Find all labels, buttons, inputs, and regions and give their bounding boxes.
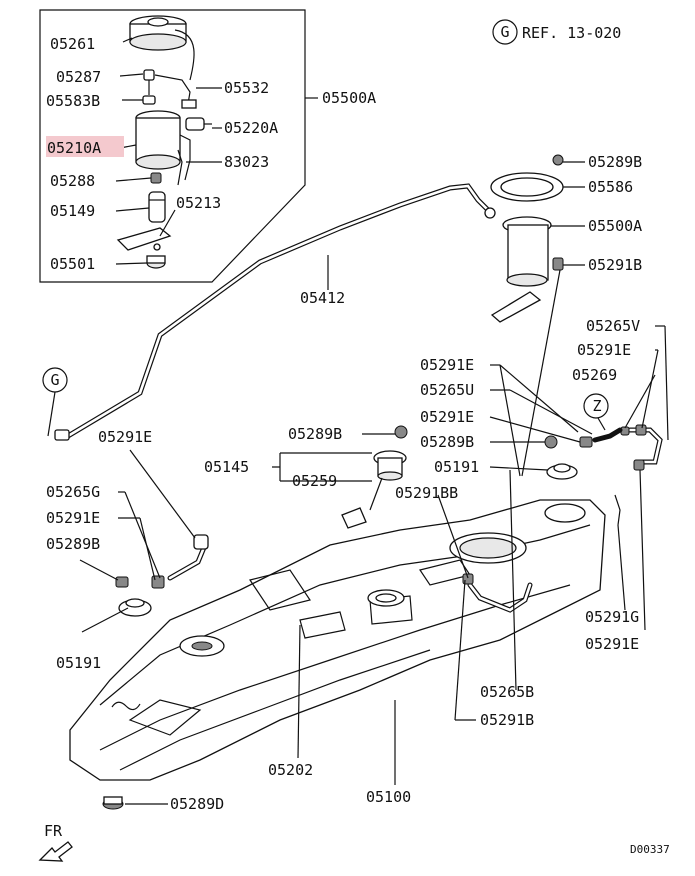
zone-marker-z (583, 393, 609, 419)
reference-letter: G (500, 23, 509, 41)
fuel-pump-part-05149[interactable] (148, 191, 166, 223)
label-05291e-l[interactable]: 05291E (98, 428, 152, 446)
label-05291g[interactable]: 05291G (585, 608, 639, 626)
highlight-05210a (46, 136, 124, 157)
clip-05291b-bottom[interactable] (462, 573, 474, 585)
label-05265u[interactable]: 05265U (420, 381, 474, 399)
clip-part-05287[interactable] (143, 69, 155, 95)
label-05220a[interactable]: 05220A (224, 119, 278, 137)
reference-circle (492, 19, 518, 45)
pump-module-05500a[interactable] (490, 216, 552, 323)
clip-05291e-center[interactable] (579, 436, 593, 448)
label-05291e-r2[interactable]: 05291E (585, 635, 639, 653)
connector-05532[interactable] (181, 99, 197, 109)
label-05500a-box[interactable]: 05500A (322, 89, 376, 107)
part-05501[interactable] (146, 243, 166, 269)
label-05191-l[interactable]: 05191 (56, 654, 101, 672)
front-arrow-icon (38, 841, 73, 862)
clip-05291e-left[interactable] (193, 534, 209, 550)
label-05261[interactable]: 05261 (50, 35, 95, 53)
drain-plug-05289d[interactable] (102, 796, 124, 810)
label-05586[interactable]: 05586 (588, 178, 633, 196)
label-05149[interactable]: 05149 (50, 202, 95, 220)
label-05412[interactable]: 05412 (300, 289, 345, 307)
wire-part-05532 (154, 74, 191, 105)
label-05100[interactable]: 05100 (366, 788, 411, 806)
line-end-fitting[interactable] (484, 207, 496, 219)
label-05289b-l2[interactable]: 05289B (46, 535, 100, 553)
bolt-05289b-center[interactable] (544, 435, 558, 449)
label-05291e-c2[interactable]: 05291E (420, 408, 474, 426)
hose-05265u[interactable] (592, 427, 623, 443)
label-05501[interactable]: 05501 (50, 255, 95, 273)
label-05191-c[interactable]: 05191 (434, 458, 479, 476)
label-05269[interactable]: 05269 (572, 366, 617, 384)
ring-nut-05586[interactable] (490, 172, 564, 202)
bolt-05289b-top[interactable] (552, 154, 564, 166)
label-05291bb[interactable]: 05291BB (395, 484, 458, 502)
cap-05191-left[interactable] (118, 598, 152, 617)
inset-box (39, 9, 306, 283)
label-05145[interactable]: 05145 (204, 458, 249, 476)
line-end-connector[interactable] (54, 429, 70, 441)
clip-05291e-right[interactable] (635, 424, 647, 436)
label-05289b-l[interactable]: 05289B (288, 425, 342, 443)
label-05288[interactable]: 05288 (50, 172, 95, 190)
label-83023[interactable]: 83023 (224, 153, 269, 171)
bolt-05289b-left[interactable] (394, 425, 408, 439)
label-05210a[interactable]: 05210A (47, 139, 101, 157)
label-05289d[interactable]: 05289D (170, 795, 224, 813)
zone-letter-g: G (50, 371, 59, 389)
label-05259[interactable]: 05259 (292, 472, 337, 490)
fuel-tank-05100[interactable] (69, 499, 606, 781)
label-05291e-r1[interactable]: 05291E (577, 341, 631, 359)
fuel-line-05412[interactable] (65, 183, 493, 439)
label-05265v[interactable]: 05265V (586, 317, 640, 335)
label-05583b[interactable]: 05583B (46, 92, 100, 110)
pump-housing-part-05210a[interactable] (135, 110, 191, 181)
label-05287[interactable]: 05287 (56, 68, 101, 86)
clip-05291e-right-lower[interactable] (633, 459, 645, 471)
wire-05291g (614, 494, 621, 526)
label-05291b-top[interactable]: 05291B (588, 256, 642, 274)
fuel-sender-05259[interactable] (341, 450, 407, 529)
label-05291e-c1[interactable]: 05291E (420, 356, 474, 374)
label-05289b-top[interactable]: 05289B (588, 153, 642, 171)
regulator-part-05220a[interactable] (185, 117, 212, 131)
label-05289b-c[interactable]: 05289B (420, 433, 474, 451)
clip-05291e-left2[interactable] (151, 575, 165, 589)
ring-part-05583b[interactable] (142, 95, 156, 105)
label-05213[interactable]: 05213 (176, 194, 221, 212)
zone-letter-z: Z (592, 397, 601, 415)
wire-part-83023 (177, 149, 183, 186)
label-05500a[interactable]: 05500A (588, 217, 642, 235)
label-05265b[interactable]: 05265B (480, 683, 534, 701)
diagram-id: D00337 (630, 843, 670, 856)
label-05291b-b[interactable]: 05291B (480, 711, 534, 729)
label-05532[interactable]: 05532 (224, 79, 269, 97)
bolt-05289b-left2[interactable] (115, 576, 129, 588)
filter-part-05213[interactable] (116, 227, 172, 251)
label-05265g[interactable]: 05265G (46, 483, 100, 501)
reference-text: REF. 13-020 (522, 24, 621, 42)
clip-05291b-top[interactable] (552, 257, 564, 271)
cap-05191-center[interactable] (546, 463, 578, 480)
pump-flange-part[interactable] (129, 15, 195, 81)
hose-05265g[interactable] (167, 542, 208, 581)
part-05288[interactable] (150, 172, 162, 184)
label-05291e-l2[interactable]: 05291E (46, 509, 100, 527)
label-05202[interactable]: 05202 (268, 761, 313, 779)
front-marker-label: FR (44, 822, 63, 840)
